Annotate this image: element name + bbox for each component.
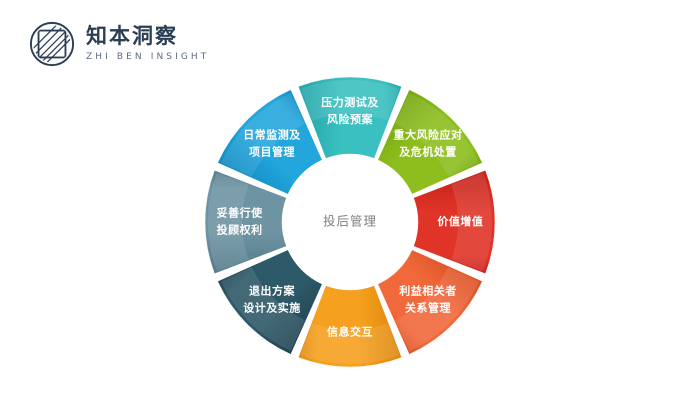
donut-segment-exit-plan[interactable] [217,249,323,355]
donut-segment-stress-test[interactable] [297,76,403,159]
donut-segment-gloss [451,172,492,272]
segment-label-exit-plan: 设计及实施 [243,301,301,315]
segment-label-exit-plan: 退出方案 [249,284,295,298]
donut-segment-gloss [300,80,400,121]
donut-segment-gloss [220,267,305,352]
donut-segment-gloss [300,323,400,364]
segment-label-stakeholder-relations: 关系管理 [405,301,451,315]
brand-name: 知本洞察 [86,24,178,48]
segment-label-stakeholder-relations: 利益相关者 [399,284,457,298]
segment-label-stress-test: 压力测试及 [321,95,379,109]
brand-logo: 知本洞察 ZHI BEN INSIGHT [28,20,209,68]
donut-segment-gloss [395,267,480,352]
donut-center-label: 投后管理 [323,214,377,229]
circular-emblem-icon [29,21,75,67]
segment-label-value-add: 价值增值 [437,214,483,228]
segment-label-major-risk-response: 重大风险应对 [394,127,463,141]
donut-segment-information-exchange[interactable] [297,285,403,368]
segment-label-daily-monitoring: 项目管理 [249,144,295,158]
segment-label-advisor-rights: 投顾权利 [217,223,263,237]
donut-segment-gloss [208,172,249,272]
donut-segment-daily-monitoring[interactable] [217,89,323,195]
donut-segment-major-risk-response[interactable] [377,89,483,195]
segment-label-stress-test: 风险预案 [327,112,373,126]
donut-segments [204,76,496,368]
post-investment-management-donut-chart: 压力测试及风险预案重大风险应对及危机处置价值增值利益相关者关系管理信息交互 退出方… [202,74,498,370]
segment-label-daily-monitoring: 日常监测及 [243,127,301,141]
donut-segment-stakeholder-relations[interactable] [377,249,483,355]
segment-label-major-risk-response: 及危机处置 [399,144,457,158]
brand-subtitle: ZHI BEN INSIGHT [86,52,210,62]
donut-segment-advisor-rights[interactable] [204,169,287,275]
donut-segment-gloss [220,92,305,177]
segment-label-information-exchange: 信息交互 [327,324,373,338]
donut-segment-gloss [395,92,480,177]
donut-segment-value-add[interactable] [413,169,496,275]
segment-label-advisor-rights: 妥善行使 [217,206,263,220]
